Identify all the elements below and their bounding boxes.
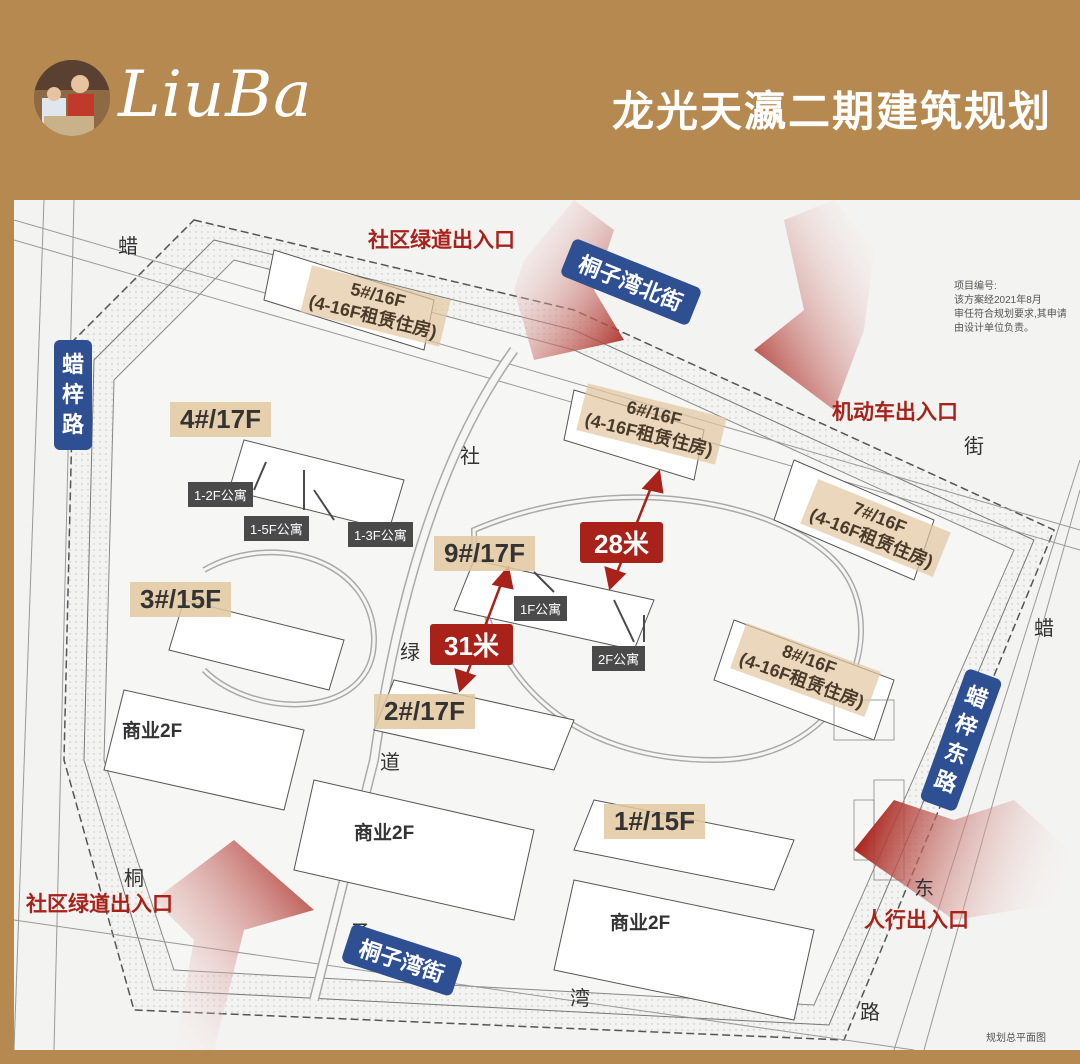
entrance-vehicle: 机动车出入口 <box>832 401 958 424</box>
street-lazi-road: 蜡梓路 <box>54 340 92 450</box>
apartment-1-3f: 1-3F公寓 <box>348 522 413 547</box>
plan-approval-note: 项目编号: 该方案经2021年8月 审任符合规划要求,其申请 由设计单位负责。 <box>954 281 1067 334</box>
site-plan-drawing <box>14 200 1080 1050</box>
road-char-la-right: 蜡 <box>1034 618 1054 640</box>
road-char-wan: 湾 <box>570 988 590 1010</box>
page-title: 龙光天瀛二期建筑规划 <box>611 87 1052 136</box>
road-char-dong: 东 <box>914 878 934 900</box>
entrance-pedestrian: 人行出入口 <box>864 909 969 932</box>
road-char-lv: 绿 <box>400 642 420 664</box>
entrance-green-top: 社区绿道出入口 <box>368 229 515 252</box>
drawing-caption: 规划总平面图 <box>986 1033 1046 1044</box>
brand-logo: LiuBa <box>118 58 313 132</box>
apartment-1f: 1F公寓 <box>514 596 568 621</box>
building-4: 4#/17F <box>170 402 271 437</box>
commercial-south: 商业2F <box>354 823 415 844</box>
entrance-green-bottom: 社区绿道出入口 <box>26 893 173 916</box>
building-1: 1#/15F <box>604 804 705 839</box>
apartment-2f: 2F公寓 <box>592 646 646 671</box>
apartment-1-2f: 1-2F公寓 <box>188 482 253 507</box>
apartment-1-5f: 1-5F公寓 <box>244 516 309 541</box>
road-char-jie: 街 <box>964 436 984 458</box>
road-char-dao: 道 <box>380 752 400 774</box>
commercial-southeast: 商业2F <box>610 913 671 934</box>
avatar <box>34 60 110 136</box>
building-9: 9#/17F <box>434 536 535 571</box>
distance-31m: 31米 <box>430 624 513 665</box>
commercial-west: 商业2F <box>122 721 183 742</box>
road-char-la-top: 蜡 <box>118 236 138 258</box>
distance-28m: 28米 <box>580 522 663 563</box>
site-plan: 蜡 蜡 社 绿 道 街 东 路 桐 子 湾 项目编号: 该方案经2021年8月 … <box>14 200 1080 1050</box>
building-2: 2#/17F <box>374 694 475 729</box>
avatar-photo-icon <box>34 60 110 136</box>
header-bar: LiuBa 龙光天瀛二期建筑规划 <box>0 0 1080 200</box>
road-char-tong: 桐 <box>124 868 144 890</box>
road-char-lu: 路 <box>860 1002 880 1024</box>
road-char-she: 社 <box>460 446 480 468</box>
building-3: 3#/15F <box>130 582 231 617</box>
